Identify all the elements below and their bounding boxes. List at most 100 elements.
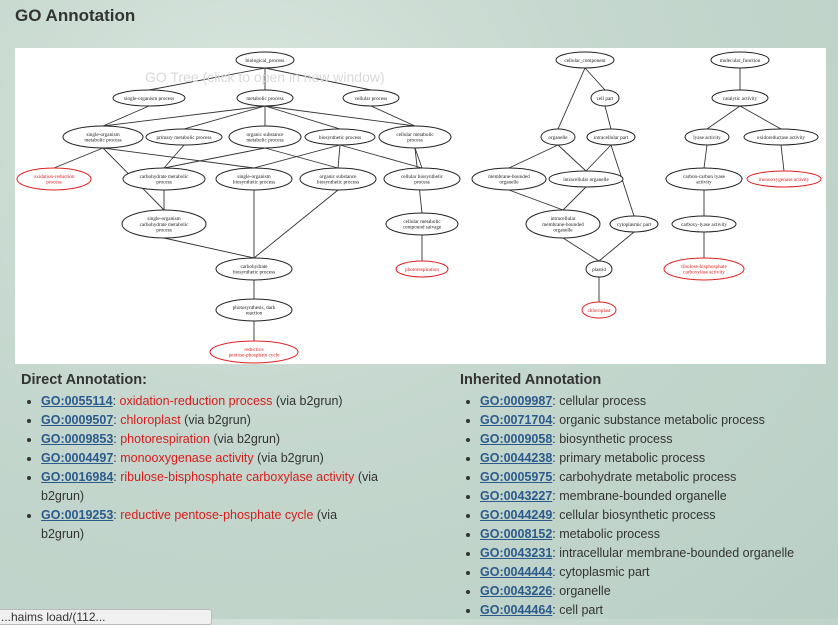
- tree-node[interactable]: intracellular organelle: [548, 170, 624, 188]
- go-id-link[interactable]: GO:0044249: [480, 508, 553, 522]
- inherited-annotation-item: GO:0071704: organic substance metabolic …: [480, 411, 830, 430]
- inherited-annotation-item: GO:0008152: metabolic process: [480, 525, 830, 544]
- tree-node[interactable]: lyase activity: [684, 128, 730, 146]
- go-id-link[interactable]: GO:0043231: [480, 546, 553, 560]
- tree-node-shape: [609, 215, 659, 233]
- tree-node[interactable]: organelle: [540, 128, 576, 146]
- direct-annotation-item: GO:0009853: photorespiration (via b2grun…: [41, 430, 381, 449]
- tree-node-label: cellular_component: [564, 58, 606, 64]
- go-term-name: : cellular biosynthetic process: [552, 508, 716, 522]
- tree-edge: [337, 144, 341, 169]
- tree-node-label: membrane-bounded: [542, 222, 584, 228]
- go-term-separator: :: [113, 413, 121, 427]
- tree-node-label: biosynthetic process: [319, 135, 361, 141]
- tree-node[interactable]: cytoplasmic part: [609, 215, 659, 233]
- go-id-link[interactable]: GO:0004497: [41, 451, 114, 465]
- go-id-link[interactable]: GO:0009853: [41, 432, 114, 446]
- go-id-link[interactable]: GO:0009987: [480, 394, 553, 408]
- tree-node-label: biosynthetic process: [233, 180, 275, 186]
- tree-node-label: process: [156, 227, 172, 233]
- go-term-name: : carbohydrate metabolic process: [552, 470, 737, 484]
- tree-node-shape: [525, 209, 601, 239]
- tree-node[interactable]: monooxygenase activity: [746, 170, 822, 188]
- go-id-link[interactable]: GO:0005975: [480, 470, 553, 484]
- tree-node-label: photorespiration: [405, 267, 439, 273]
- tree-node-label: oxidoreductase activity: [757, 135, 806, 141]
- go-id-link[interactable]: GO:0043227: [480, 489, 553, 503]
- go-id-link[interactable]: GO:0044238: [480, 451, 553, 465]
- tree-node-label: intracellular part: [594, 135, 629, 141]
- tree-node-label: molecular_function: [720, 57, 761, 64]
- tree-edge: [163, 237, 255, 259]
- tree-node-label: monooxygenase activity: [759, 177, 810, 183]
- tree-node[interactable]: metabolic process: [236, 89, 294, 107]
- go-tree-open-link[interactable]: GO Tree (click to open in new window): [145, 69, 385, 85]
- go-term-name: : cytoplasmic part: [552, 565, 650, 579]
- tree-node-label: membrane-bounded: [488, 174, 530, 180]
- tree-node[interactable]: biosynthetic process: [304, 128, 376, 146]
- tree-node[interactable]: plastid: [585, 260, 613, 278]
- go-term-source: (via b2grun): [41, 508, 338, 541]
- tree-node-label: single-organism process: [124, 96, 174, 102]
- go-id-link[interactable]: GO:0009058: [480, 432, 553, 446]
- tree-node-label: photosynthesis, dark: [233, 305, 276, 311]
- go-id-link[interactable]: GO:0044444: [480, 565, 553, 579]
- tree-node[interactable]: photorespiration: [395, 260, 449, 278]
- tree-node[interactable]: biological_process: [235, 51, 295, 69]
- tree-node[interactable]: oxidoreductase activity: [743, 128, 819, 146]
- tree-node-shape: [585, 260, 613, 278]
- tree-node[interactable]: molecular_function: [710, 51, 770, 69]
- go-id-link[interactable]: GO:0044464: [480, 603, 553, 617]
- inherited-annotation-section: Inherited Annotation GO:0009987: cellula…: [460, 372, 830, 620]
- go-id-link[interactable]: GO:0043226: [480, 584, 553, 598]
- go-id-link[interactable]: GO:0071704: [480, 413, 553, 427]
- tree-node-label: metabolic process: [246, 96, 283, 102]
- tree-node-shape: [299, 167, 377, 191]
- tree-node[interactable]: cellular_component: [555, 51, 615, 69]
- go-id-link[interactable]: GO:0008152: [480, 527, 553, 541]
- tree-node[interactable]: cell part: [590, 89, 620, 107]
- tree-node[interactable]: primary metabolic process: [145, 128, 223, 146]
- tree-node-shape: [385, 212, 459, 236]
- go-id-link[interactable]: GO:0019253: [41, 508, 114, 522]
- tree-node[interactable]: chloroplast: [581, 301, 617, 319]
- go-term-separator: :: [113, 451, 121, 465]
- tree-node-label: carboxylase activity: [683, 270, 725, 276]
- tree-node[interactable]: carboxy-lyase activity: [671, 215, 737, 233]
- go-id-link[interactable]: GO:0016984: [41, 470, 114, 484]
- go-id-link[interactable]: GO:0055114: [41, 394, 113, 408]
- tree-node-label: organic substance: [247, 132, 285, 138]
- tree-node[interactable]: intracellular part: [586, 128, 636, 146]
- go-tree-panel[interactable]: biological_process single-organism proces…: [15, 48, 826, 364]
- go-term-name: : primary metabolic process: [552, 451, 706, 465]
- tree-node-shape: [586, 128, 636, 146]
- go-id-link[interactable]: GO:0009507: [41, 413, 114, 427]
- direct-annotation-item: GO:0016984: ribulose-bisphosphate carbox…: [41, 468, 381, 506]
- direct-annotation-list: GO:0055114: oxidation-reduction process …: [21, 392, 381, 544]
- tree-node[interactable]: catalytic activity: [711, 89, 769, 107]
- tree-node-label: ribulose-bisphosphate: [681, 264, 727, 270]
- tree-node[interactable]: cellular process: [342, 89, 400, 107]
- tree-node-label: intracellular: [550, 216, 575, 222]
- tree-node[interactable]: single-organism process: [112, 89, 186, 107]
- tree-node-label: carbon-carbon lyase: [683, 174, 726, 180]
- go-term-name: : organic substance metabolic process: [552, 413, 765, 427]
- go-tree-graph[interactable]: biological_process single-organism proces…: [15, 48, 826, 364]
